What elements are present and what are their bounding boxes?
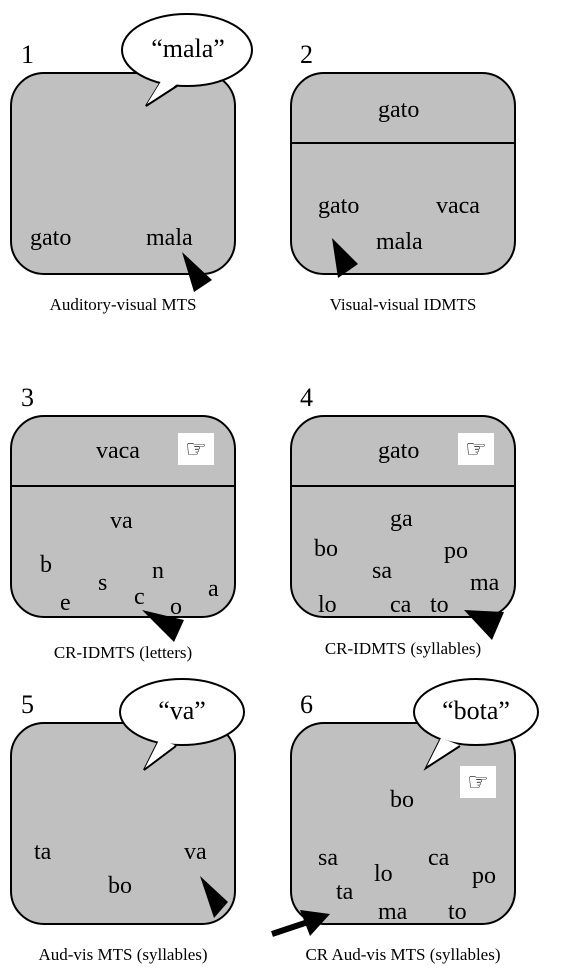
- panel-3-choice-e[interactable]: e: [60, 590, 71, 616]
- panel-3-number: 3: [21, 383, 34, 412]
- panel-1-bubble-text: “mala”: [151, 34, 225, 63]
- panel-1-cursor-icon: [182, 252, 212, 292]
- panel-4-sample-gato: gato: [378, 438, 420, 464]
- panel-2-sample-gato: gato: [378, 97, 420, 123]
- panel-3-screen: vaca ☞ va b s n e c o a: [10, 415, 236, 618]
- panel-6-choice-po[interactable]: po: [472, 863, 496, 889]
- panel-3-choice-o[interactable]: o: [170, 594, 182, 618]
- panel-4-choice-ma[interactable]: ma: [470, 570, 500, 596]
- panel-6-caption: CR Aud-vis MTS (syllables): [305, 945, 501, 964]
- panel-3-choice-va[interactable]: va: [110, 508, 133, 534]
- panel-6-choice-bo[interactable]: bo: [390, 787, 414, 813]
- panel-5-number: 5: [21, 690, 34, 719]
- panel-4-cursor-icon: [464, 610, 504, 640]
- panel-4-choice-sa[interactable]: sa: [372, 558, 392, 584]
- panel-6-choice-to[interactable]: to: [448, 899, 467, 925]
- panel-2-divider: [292, 142, 514, 144]
- panel-4-choice-lo[interactable]: lo: [318, 592, 337, 618]
- panel-4-number: 4: [300, 383, 313, 412]
- panel-6-choice-ma[interactable]: ma: [378, 899, 408, 925]
- panel-2-caption: Visual-visual IDMTS: [329, 295, 477, 314]
- panel-3-choice-b[interactable]: b: [40, 552, 52, 578]
- panel-2-choice-gato[interactable]: gato: [318, 193, 360, 219]
- panel-4-choice-po[interactable]: po: [444, 538, 468, 564]
- panel-4-pointing-hand-icon[interactable]: ☞: [458, 433, 494, 465]
- panel-3-choice-a[interactable]: a: [208, 576, 219, 602]
- panel-5-screen: ta va bo: [10, 722, 236, 925]
- panel-1-screen: gato mala: [10, 72, 236, 275]
- panel-3-pointing-hand-icon[interactable]: ☞: [178, 433, 214, 465]
- panel-5-speech-bubble: [119, 678, 245, 771]
- panel-6-speech-bubble: [413, 678, 539, 771]
- panel-1-choice-mala[interactable]: mala: [146, 225, 193, 251]
- panel-6-arrow-cursor-icon: [271, 910, 330, 937]
- panel-3-choice-s[interactable]: s: [98, 570, 108, 596]
- panel-6-choice-sa[interactable]: sa: [318, 845, 338, 871]
- panel-4-screen: gato ☞ ga bo po sa ma lo ca to: [290, 415, 516, 618]
- panel-6-choice-lo[interactable]: lo: [374, 861, 393, 887]
- panel-2-cursor-icon: [332, 238, 358, 278]
- panel-6-bubble-text: “bota”: [442, 696, 510, 725]
- panel-3-caption: CR-IDMTS (letters): [53, 643, 193, 662]
- panel-2-choice-mala[interactable]: mala: [376, 229, 423, 255]
- panel-3-cursor-icon: [142, 610, 184, 642]
- panel-6-screen: ☞ bo sa ca lo po ta ma to: [290, 722, 516, 925]
- panel-2-screen: gato gato vaca mala: [290, 72, 516, 275]
- panel-6-number: 6: [300, 690, 313, 719]
- panel-3-choice-n[interactable]: n: [152, 558, 164, 584]
- panel-4-divider: [292, 485, 514, 487]
- panel-5-choice-ta[interactable]: ta: [34, 839, 52, 865]
- panel-1-caption: Auditory-visual MTS: [49, 295, 197, 314]
- panel-1-number: 1: [21, 40, 34, 69]
- panel-1-speech-bubble: [121, 13, 253, 107]
- panel-4-choice-ca[interactable]: ca: [390, 592, 412, 618]
- panel-6-pointing-hand-icon[interactable]: ☞: [460, 766, 496, 798]
- panel-1-choice-gato[interactable]: gato: [30, 225, 72, 251]
- panel-4-caption: CR-IDMTS (syllables): [324, 639, 482, 658]
- panel-5-choice-va[interactable]: va: [184, 839, 207, 865]
- panel-5-choice-bo[interactable]: bo: [108, 873, 132, 899]
- panel-4-choice-bo[interactable]: bo: [314, 536, 338, 562]
- panel-3-divider: [12, 485, 234, 487]
- panel-5-cursor-icon: [200, 876, 228, 918]
- panel-3-sample-vaca: vaca: [96, 438, 140, 464]
- panel-5-caption: Aud-vis MTS (syllables): [38, 945, 208, 964]
- panel-3-choice-c[interactable]: c: [134, 584, 145, 610]
- panel-6-choice-ta[interactable]: ta: [336, 879, 354, 905]
- panel-4-choice-ga[interactable]: ga: [390, 506, 413, 532]
- panel-4-choice-to[interactable]: to: [430, 592, 449, 618]
- panel-5-bubble-text: “va”: [158, 696, 206, 725]
- panel-6-choice-ca[interactable]: ca: [428, 845, 450, 871]
- panel-2-choice-vaca[interactable]: vaca: [436, 193, 480, 219]
- panel-2-number: 2: [300, 40, 313, 69]
